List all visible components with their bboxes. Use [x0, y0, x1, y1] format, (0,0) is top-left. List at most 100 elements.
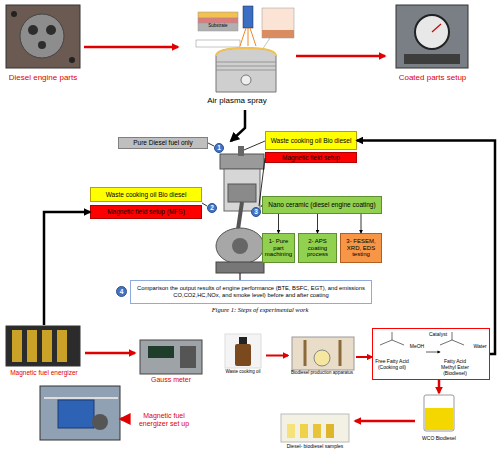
caption-text: Free Fatty Acid (Cooking oil) — [375, 359, 409, 371]
gauge-needle — [432, 24, 441, 32]
caption-text: Gauss meter — [135, 376, 207, 384]
callout-number: 3 — [251, 207, 261, 217]
box-text: Pure Diesel fuel only — [132, 139, 194, 146]
beaker — [424, 395, 454, 431]
callout-number: 1 — [214, 143, 224, 153]
substrate-layer — [198, 23, 238, 31]
box-text: Magnetic field setup — [281, 154, 341, 161]
magnet-strip — [42, 330, 52, 362]
caption-text: Waste cooking oil — [220, 369, 266, 374]
figure-caption: Figure 1: Steps of experimental work — [150, 306, 370, 313]
meter-panel — [180, 346, 196, 368]
flow-arrow — [317, 214, 318, 233]
flow-arrow — [266, 355, 288, 357]
flow-arrow — [361, 214, 362, 233]
energizer-photo — [6, 326, 80, 366]
callout-number: 2 — [207, 203, 217, 213]
photo-panel: Gauss meter — [135, 338, 207, 388]
box-text: Nano ceramic (diesel engine coating) — [267, 201, 376, 208]
caption-text: Water — [469, 344, 491, 350]
sample-tube — [326, 424, 334, 438]
engine-piston — [228, 184, 256, 202]
piston-crown-coating — [216, 48, 276, 56]
caption-text: MeOH — [407, 344, 427, 350]
reaction-arrow — [426, 352, 440, 353]
feed-line — [244, 141, 265, 150]
oil-bottle — [235, 344, 251, 366]
fuel-line — [44, 397, 118, 399]
box-text: Comparison the output results of engine … — [131, 285, 371, 298]
flow-arrow — [357, 141, 495, 355]
photo-panel: WCO Biodiesel — [415, 393, 463, 449]
fuel-injector — [238, 146, 244, 156]
result-box: Comparison the output results of engine … — [130, 280, 372, 304]
bolt-hole — [69, 57, 75, 63]
magnet-strip — [12, 330, 22, 362]
cylinder-head — [220, 154, 264, 169]
oil-pan — [216, 262, 264, 273]
spray-gun — [243, 6, 253, 28]
apparatus-stand — [305, 340, 340, 366]
caption-text: Diesel engine parts — [2, 73, 84, 82]
sample-tube — [313, 424, 321, 438]
reaction-box: Free Fatty Acid (Cooking oil) MeOH Catalys… — [372, 328, 490, 380]
gudgeon-pin — [241, 75, 251, 85]
zoom-coating — [262, 30, 294, 38]
caption-text: Biodiesel production apparatus — [288, 370, 356, 375]
box-text: 1- Pure part machining — [263, 238, 294, 259]
process-box: Waste cooking oil Bio diesel — [265, 131, 357, 150]
process-box: Pure Diesel fuel only — [118, 137, 208, 149]
process-box: 1- Pure part machining — [262, 233, 295, 263]
biodiesel-liquid — [425, 408, 453, 430]
caption-text: Diesel- biodiesel samples — [275, 444, 355, 450]
injector-hole — [38, 41, 46, 49]
box-text: 2- APS coating process — [299, 238, 336, 259]
sample-tube — [300, 424, 308, 438]
illustration-panel: Air plasma spray — [178, 4, 296, 108]
apparatus-photo — [292, 337, 354, 370]
process-box: Waste cooking oil Bio diesel — [90, 187, 202, 202]
flow-arrow — [296, 55, 385, 58]
caption-text: Air plasma spray — [178, 96, 296, 105]
test-stand — [404, 54, 460, 64]
box-text: Waste cooking oil Bio diesel — [270, 137, 353, 144]
flow-arrow — [278, 214, 279, 233]
caption-text: Magnetic fuel energizer — [3, 369, 85, 376]
magnet-strip — [57, 330, 67, 362]
feed-line — [208, 143, 214, 146]
piston-ring-groove — [216, 62, 276, 70]
magnet-strip — [27, 330, 37, 362]
flow-arrow — [84, 46, 178, 49]
output-line — [240, 273, 241, 280]
top-coat-layer — [198, 12, 238, 18]
photo-panel: Biodiesel production apparatus — [288, 336, 356, 378]
caption-text: Fatty Acid Methyl Ester (Biodiesel) — [437, 359, 473, 376]
caption-text: Catalyst — [423, 332, 453, 338]
flow-arrow — [438, 380, 441, 393]
engine-parts-photo — [6, 5, 80, 68]
bond-coat-layer — [198, 18, 238, 23]
coating-zoom — [262, 8, 294, 38]
samples-photo — [281, 414, 349, 442]
caption-text: WCO Biodiesel — [415, 436, 463, 442]
molecule-bonds — [380, 332, 404, 345]
photo-panel: Magnetic fuel energizer — [3, 325, 85, 381]
photo-panel: Magnetic fuel energizer set up — [38, 384, 198, 442]
photo-panel: Coated parts setup — [385, 3, 480, 91]
box-text: Waste cooking oil Bio diesel — [105, 191, 188, 198]
coated-parts-photo — [396, 5, 468, 68]
part-label: Substrate — [198, 24, 238, 31]
test-engine — [58, 400, 94, 428]
valve-hole — [28, 25, 38, 35]
cylinder-head-part — [20, 14, 64, 58]
photo-panel: Waste cooking oil — [220, 333, 266, 378]
flow-arrow — [85, 352, 135, 355]
bolt-hole — [11, 11, 17, 17]
process-box: Magnetic field setup — [265, 152, 357, 163]
gauss-meter-photo — [140, 340, 202, 374]
caption-text: Magnetic fuel energizer set up — [130, 412, 198, 428]
